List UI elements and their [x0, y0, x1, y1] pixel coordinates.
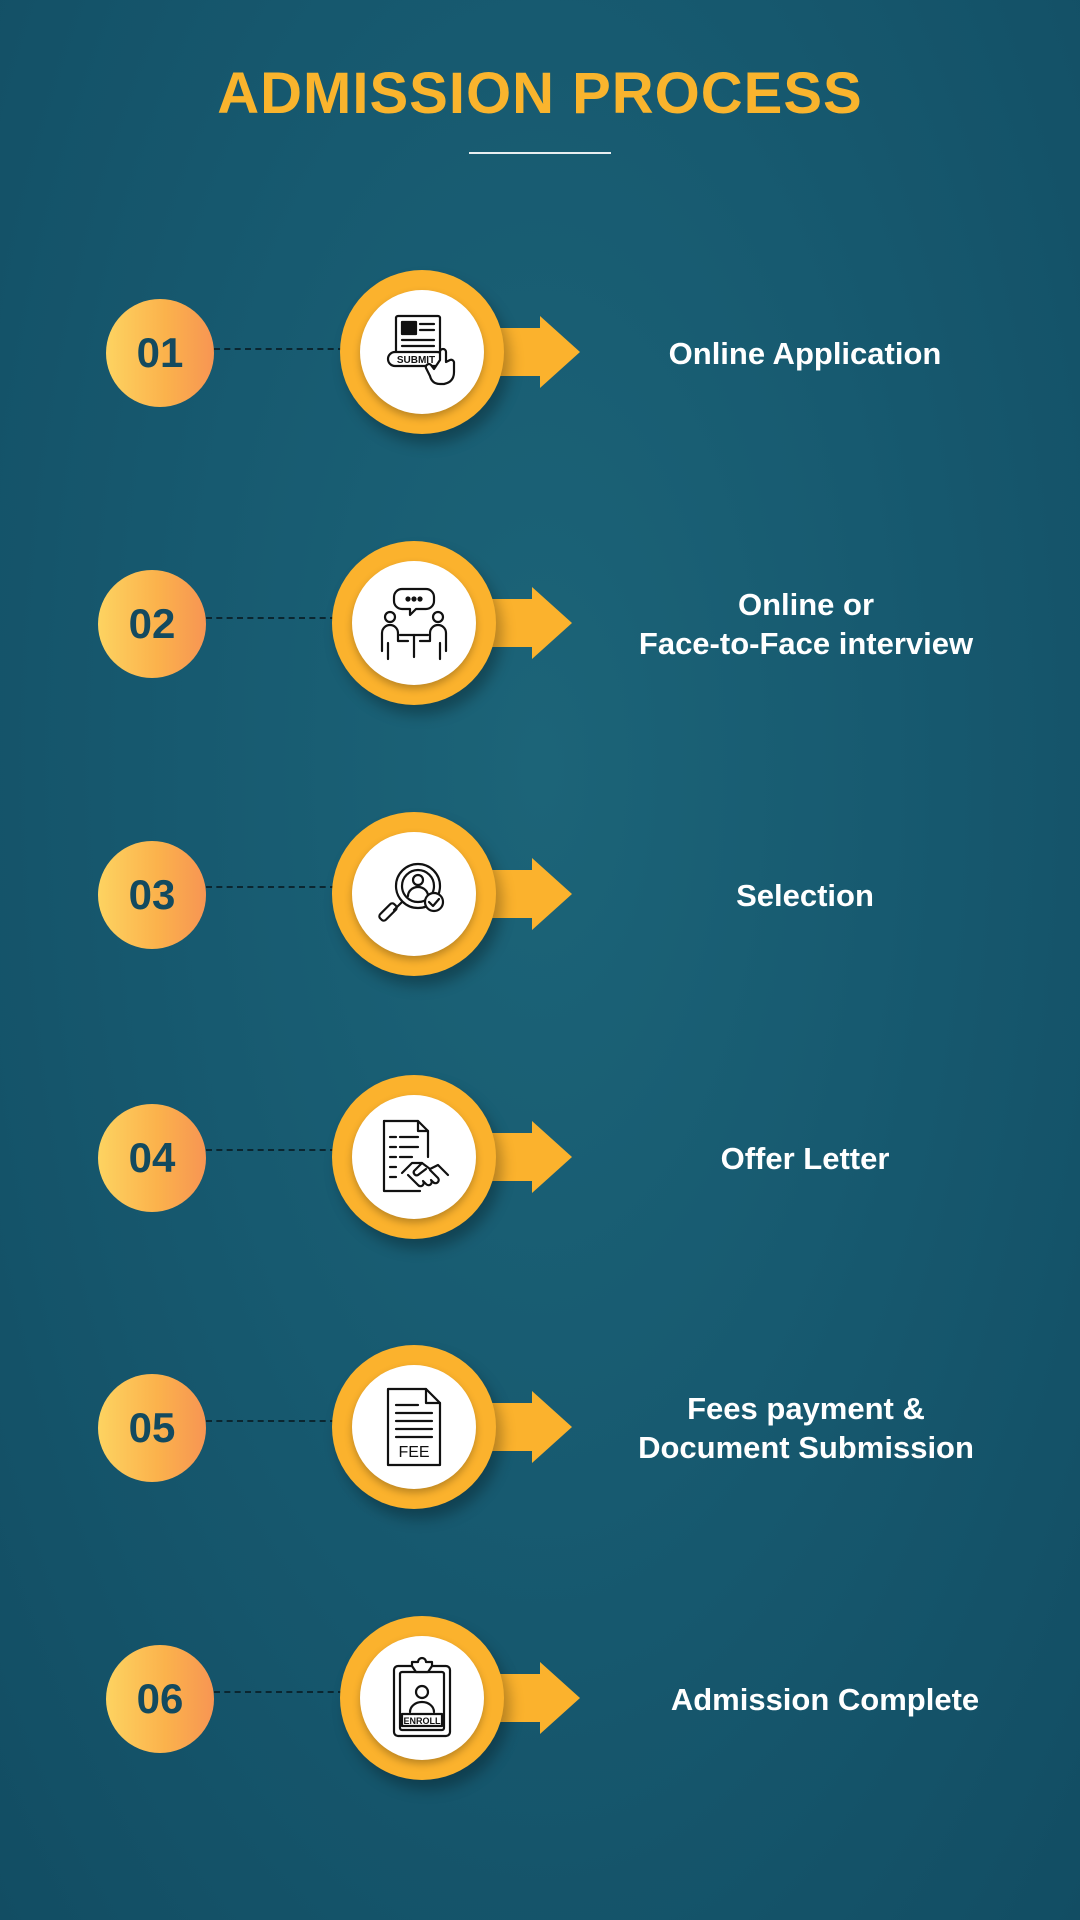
step-badge: ENROLL [340, 1614, 590, 1784]
connector-line [214, 1691, 344, 1693]
arrow-icon [532, 587, 572, 659]
step-badge [332, 539, 582, 709]
connector-line [214, 348, 344, 350]
step-number: 01 [106, 299, 214, 407]
connector-line [206, 886, 336, 888]
step-number: 05 [98, 1374, 206, 1482]
connector-line [206, 617, 336, 619]
step-label: Online or Face-to-Face interview [638, 587, 974, 661]
submit-form-icon: SUBMIT [360, 290, 484, 414]
step-6: 06 ENROLL Admission Complete [0, 1614, 1080, 1784]
page-title: ADMISSION PROCESS [217, 61, 863, 126]
arrow-icon [532, 1391, 572, 1463]
step-label: Offer Letter [720, 1140, 890, 1176]
submit-text: SUBMIT [397, 355, 435, 366]
step-5: 05 FEE Fees payment & Document Submissio… [0, 1343, 1080, 1513]
interview-icon [352, 561, 476, 685]
step-2: 02 Online or Face-to-Face interview [0, 539, 1080, 709]
step-3: 03 Selection [0, 810, 1080, 980]
step-badge [332, 1073, 582, 1243]
offer-letter-handshake-icon [352, 1095, 476, 1219]
step-label: Admission Complete [670, 1681, 980, 1717]
candidate-search-icon [352, 832, 476, 956]
step-badge: FEE [332, 1343, 582, 1513]
step-number: 06 [106, 1645, 214, 1753]
arrow-icon [532, 1121, 572, 1193]
step-number: 02 [98, 570, 206, 678]
step-badge [332, 810, 582, 980]
arrow-icon [540, 1662, 580, 1734]
connector-line [206, 1420, 336, 1422]
fee-text: FEE [398, 1444, 429, 1461]
step-label: Online Application [668, 335, 942, 371]
arrow-icon [532, 858, 572, 930]
step-badge: SUBMIT [340, 268, 590, 438]
step-1: 01 SUBMIT Online Application [0, 268, 1080, 438]
step-4: 04 Offer Letter [0, 1073, 1080, 1243]
step-number: 04 [98, 1104, 206, 1212]
arrow-icon [540, 316, 580, 388]
fee-document-icon: FEE [352, 1365, 476, 1489]
connector-line [206, 1149, 336, 1151]
step-label: Fees payment & Document Submission [638, 1391, 974, 1465]
enroll-text: ENROLL [404, 1716, 442, 1726]
title-underline [469, 152, 611, 154]
step-number: 03 [98, 841, 206, 949]
enroll-clipboard-icon: ENROLL [360, 1636, 484, 1760]
step-label: Selection [736, 877, 874, 913]
